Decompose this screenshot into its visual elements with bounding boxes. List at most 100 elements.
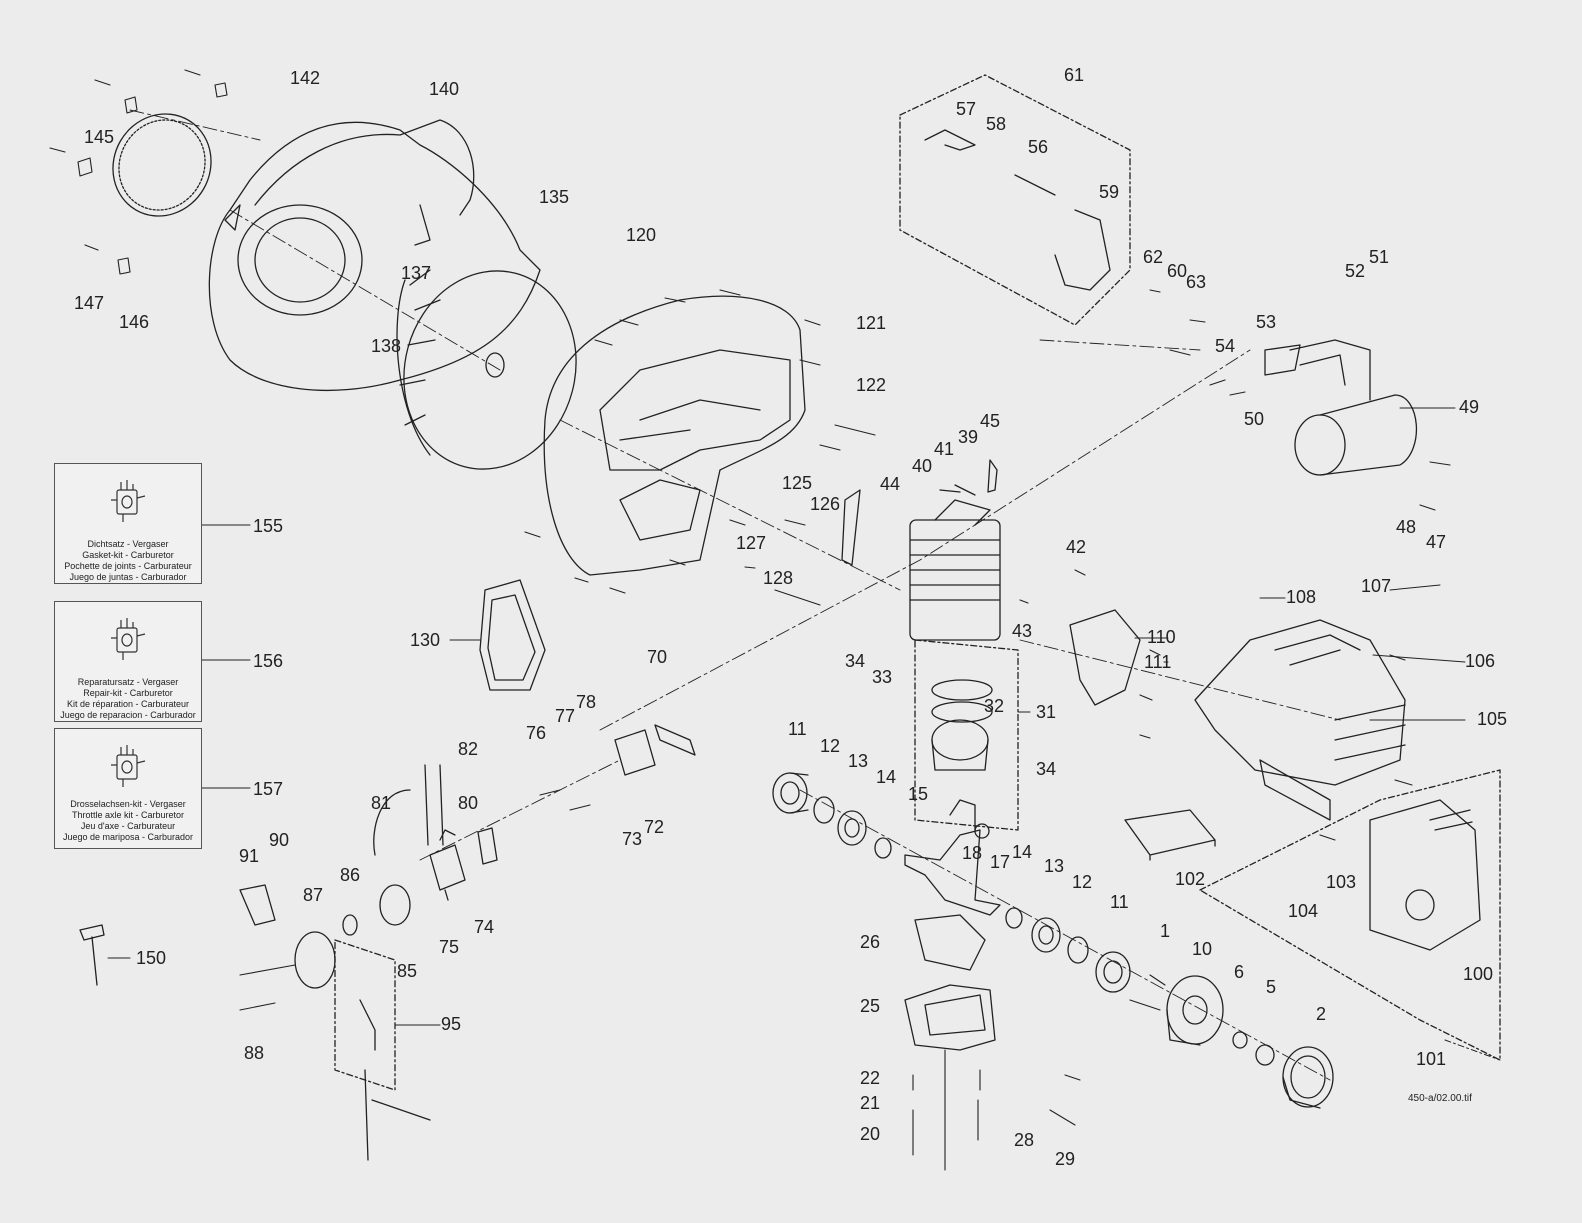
callout-14: 14	[1012, 842, 1033, 862]
kit-throttle-line-de: Drosselachsen-kit - Vergaser	[70, 799, 186, 809]
bearing-set-right	[1005, 907, 1131, 993]
callout-146: 146	[119, 312, 150, 332]
callout-52: 52	[1345, 261, 1366, 281]
callout-122: 122	[856, 375, 887, 395]
callout-85: 85	[397, 961, 418, 981]
carburetor-icon	[111, 480, 146, 522]
callout-34: 34	[1036, 759, 1057, 779]
blower-housing-frame	[543, 295, 806, 576]
callout-12: 12	[1072, 872, 1093, 892]
kit-gasket-line-es: Juego de juntas - Carburador	[69, 572, 187, 582]
callout-31: 31	[1036, 702, 1057, 722]
callout-59: 59	[1099, 182, 1120, 202]
callout-10: 10	[1192, 939, 1213, 959]
callout-49: 49	[1459, 397, 1480, 417]
callout-142: 142	[290, 68, 321, 88]
kit-repair-description: Reparatursatz - Vergaser Repair-kit - Ca…	[55, 677, 201, 721]
kit-throttle-line-es: Juego de mariposa - Carburador	[62, 832, 194, 842]
callout-107: 107	[1361, 576, 1392, 596]
callout-120: 120	[626, 225, 657, 245]
callout-18: 18	[962, 843, 983, 863]
callout-41: 41	[934, 439, 955, 459]
top-cover	[1194, 619, 1406, 821]
callout-128: 128	[763, 568, 794, 588]
fan-wheel	[396, 269, 577, 470]
fan-cover-housing	[208, 119, 541, 392]
callout-145: 145	[84, 127, 115, 147]
callout-108: 108	[1286, 587, 1317, 607]
callout-60: 60	[1167, 261, 1188, 281]
callout-63: 63	[1186, 272, 1207, 292]
callout-29: 29	[1055, 1149, 1076, 1169]
air-filter	[1124, 809, 1216, 861]
kit-repair-line-fr: Kit de réparation - Carburateur	[66, 699, 190, 709]
impulse-hose-44	[841, 489, 861, 566]
cylinder-assembly	[909, 499, 1001, 771]
callout-20: 20	[860, 1124, 881, 1144]
callout-78: 78	[576, 692, 597, 712]
callout-11: 11	[1110, 892, 1129, 912]
carburetor-icon	[111, 618, 146, 660]
callout-39: 39	[958, 427, 979, 447]
callout-150: 150	[136, 948, 167, 968]
kit-gasket-line-en: Gasket-kit - Carburetor	[82, 550, 174, 560]
callout-103: 103	[1326, 872, 1357, 892]
drawing-id: 450-a/02.00.tif	[1408, 1093, 1472, 1104]
intake-flange	[614, 729, 656, 776]
kit-throttle-line-fr: Jeu d'axe - Carburateur	[80, 821, 176, 831]
callout-26: 26	[860, 932, 881, 952]
gasket-70	[654, 724, 696, 756]
callout-13: 13	[1044, 856, 1065, 876]
callout-6: 6	[1234, 962, 1245, 982]
callout-13: 13	[848, 751, 869, 771]
callout-17: 17	[990, 852, 1011, 872]
callout-130: 130	[410, 630, 441, 650]
kit-gasket-description: Dichtsatz - Vergaser Gasket-kit - Carbur…	[55, 539, 201, 583]
callout-135: 135	[539, 187, 570, 207]
callout-95: 95	[441, 1014, 462, 1034]
clutch-cover	[1369, 799, 1481, 951]
carburetor-icon	[111, 745, 146, 787]
callout-50: 50	[1244, 409, 1265, 429]
callout-72: 72	[644, 817, 665, 837]
callout-76: 76	[526, 723, 547, 743]
callout-75: 75	[439, 937, 460, 957]
callout-40: 40	[912, 456, 933, 476]
callout-74: 74	[474, 917, 495, 937]
callout-56: 56	[1028, 137, 1049, 157]
callout-73: 73	[622, 829, 643, 849]
callout-156: 156	[253, 651, 284, 671]
callout-47: 47	[1426, 532, 1447, 552]
callout-62: 62	[1143, 247, 1164, 267]
kit-throttle-description: Drosselachsen-kit - Vergaser Throttle ax…	[55, 799, 201, 843]
callout-1: 1	[1160, 921, 1171, 941]
callout-126: 126	[810, 494, 841, 514]
callout-58: 58	[986, 114, 1007, 134]
mesh-screen	[112, 113, 212, 217]
leader-lines	[107, 407, 1501, 1061]
callout-121: 121	[856, 313, 887, 333]
callout-34: 34	[845, 651, 866, 671]
callout-53: 53	[1256, 312, 1277, 332]
callout-51: 51	[1369, 247, 1390, 267]
assembly-center-lines	[129, 109, 1341, 1081]
callout-137: 137	[401, 263, 432, 283]
callout-15: 15	[908, 784, 929, 804]
callout-82: 82	[458, 739, 479, 759]
callout-61: 61	[1064, 65, 1085, 85]
kit-101-outline	[1199, 769, 1501, 1061]
callout-2: 2	[1316, 1004, 1327, 1024]
fasteners	[49, 69, 1451, 1171]
callout-22: 22	[860, 1068, 881, 1088]
callout-127: 127	[736, 533, 767, 553]
callout-48: 48	[1396, 517, 1417, 537]
kit-60-outline	[899, 74, 1131, 326]
callout-32: 32	[984, 696, 1005, 716]
muffler-assembly	[1264, 339, 1418, 476]
callout-57: 57	[956, 99, 977, 119]
callout-91: 91	[239, 846, 260, 866]
callout-147: 147	[74, 293, 105, 313]
callout-11: 11	[788, 719, 807, 739]
kit-gasket-line-fr: Pochette de joints - Carburateur	[64, 561, 192, 571]
